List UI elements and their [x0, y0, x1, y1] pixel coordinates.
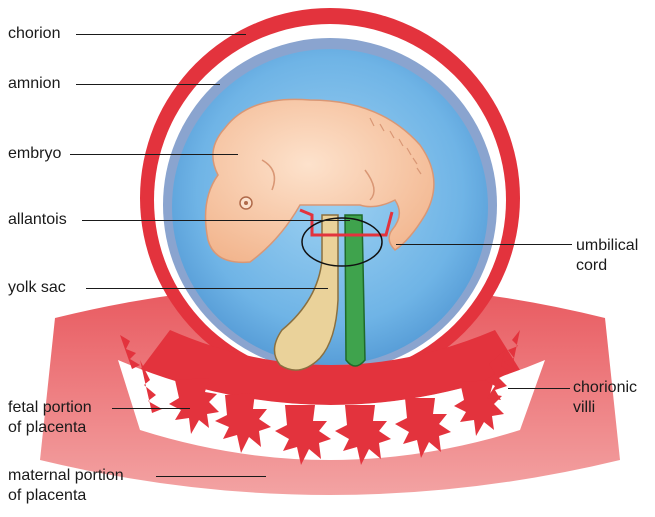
leader-yolk-sac [86, 288, 328, 289]
allantois [345, 215, 365, 366]
label-umbilical-cord-line2: cord [576, 256, 607, 275]
label-chorion: chorion [8, 24, 60, 43]
leader-maternal-portion [156, 476, 266, 477]
leader-chorionic-villi [508, 388, 570, 389]
leader-fetal-portion [112, 408, 190, 409]
label-chorionic-villi-line2: villi [573, 398, 595, 417]
label-fetal-portion-line1: fetal portion [8, 398, 92, 417]
label-maternal-portion-line1: maternal portion [8, 466, 124, 485]
leader-umbilical-cord [396, 244, 572, 245]
leader-allantois [82, 220, 350, 221]
label-amnion: amnion [8, 74, 60, 93]
label-embryo: embryo [8, 144, 61, 163]
embryo-pupil [244, 201, 248, 205]
leader-amnion [76, 84, 220, 85]
label-fetal-portion-line2: of placenta [8, 418, 86, 437]
leader-chorion [76, 34, 246, 35]
label-maternal-portion-line2: of placenta [8, 486, 86, 505]
label-yolk-sac: yolk sac [8, 278, 66, 297]
label-umbilical-cord-line1: umbilical [576, 236, 638, 255]
label-chorionic-villi-line1: chorionic [573, 378, 637, 397]
label-allantois: allantois [8, 210, 67, 229]
leader-embryo [70, 154, 238, 155]
